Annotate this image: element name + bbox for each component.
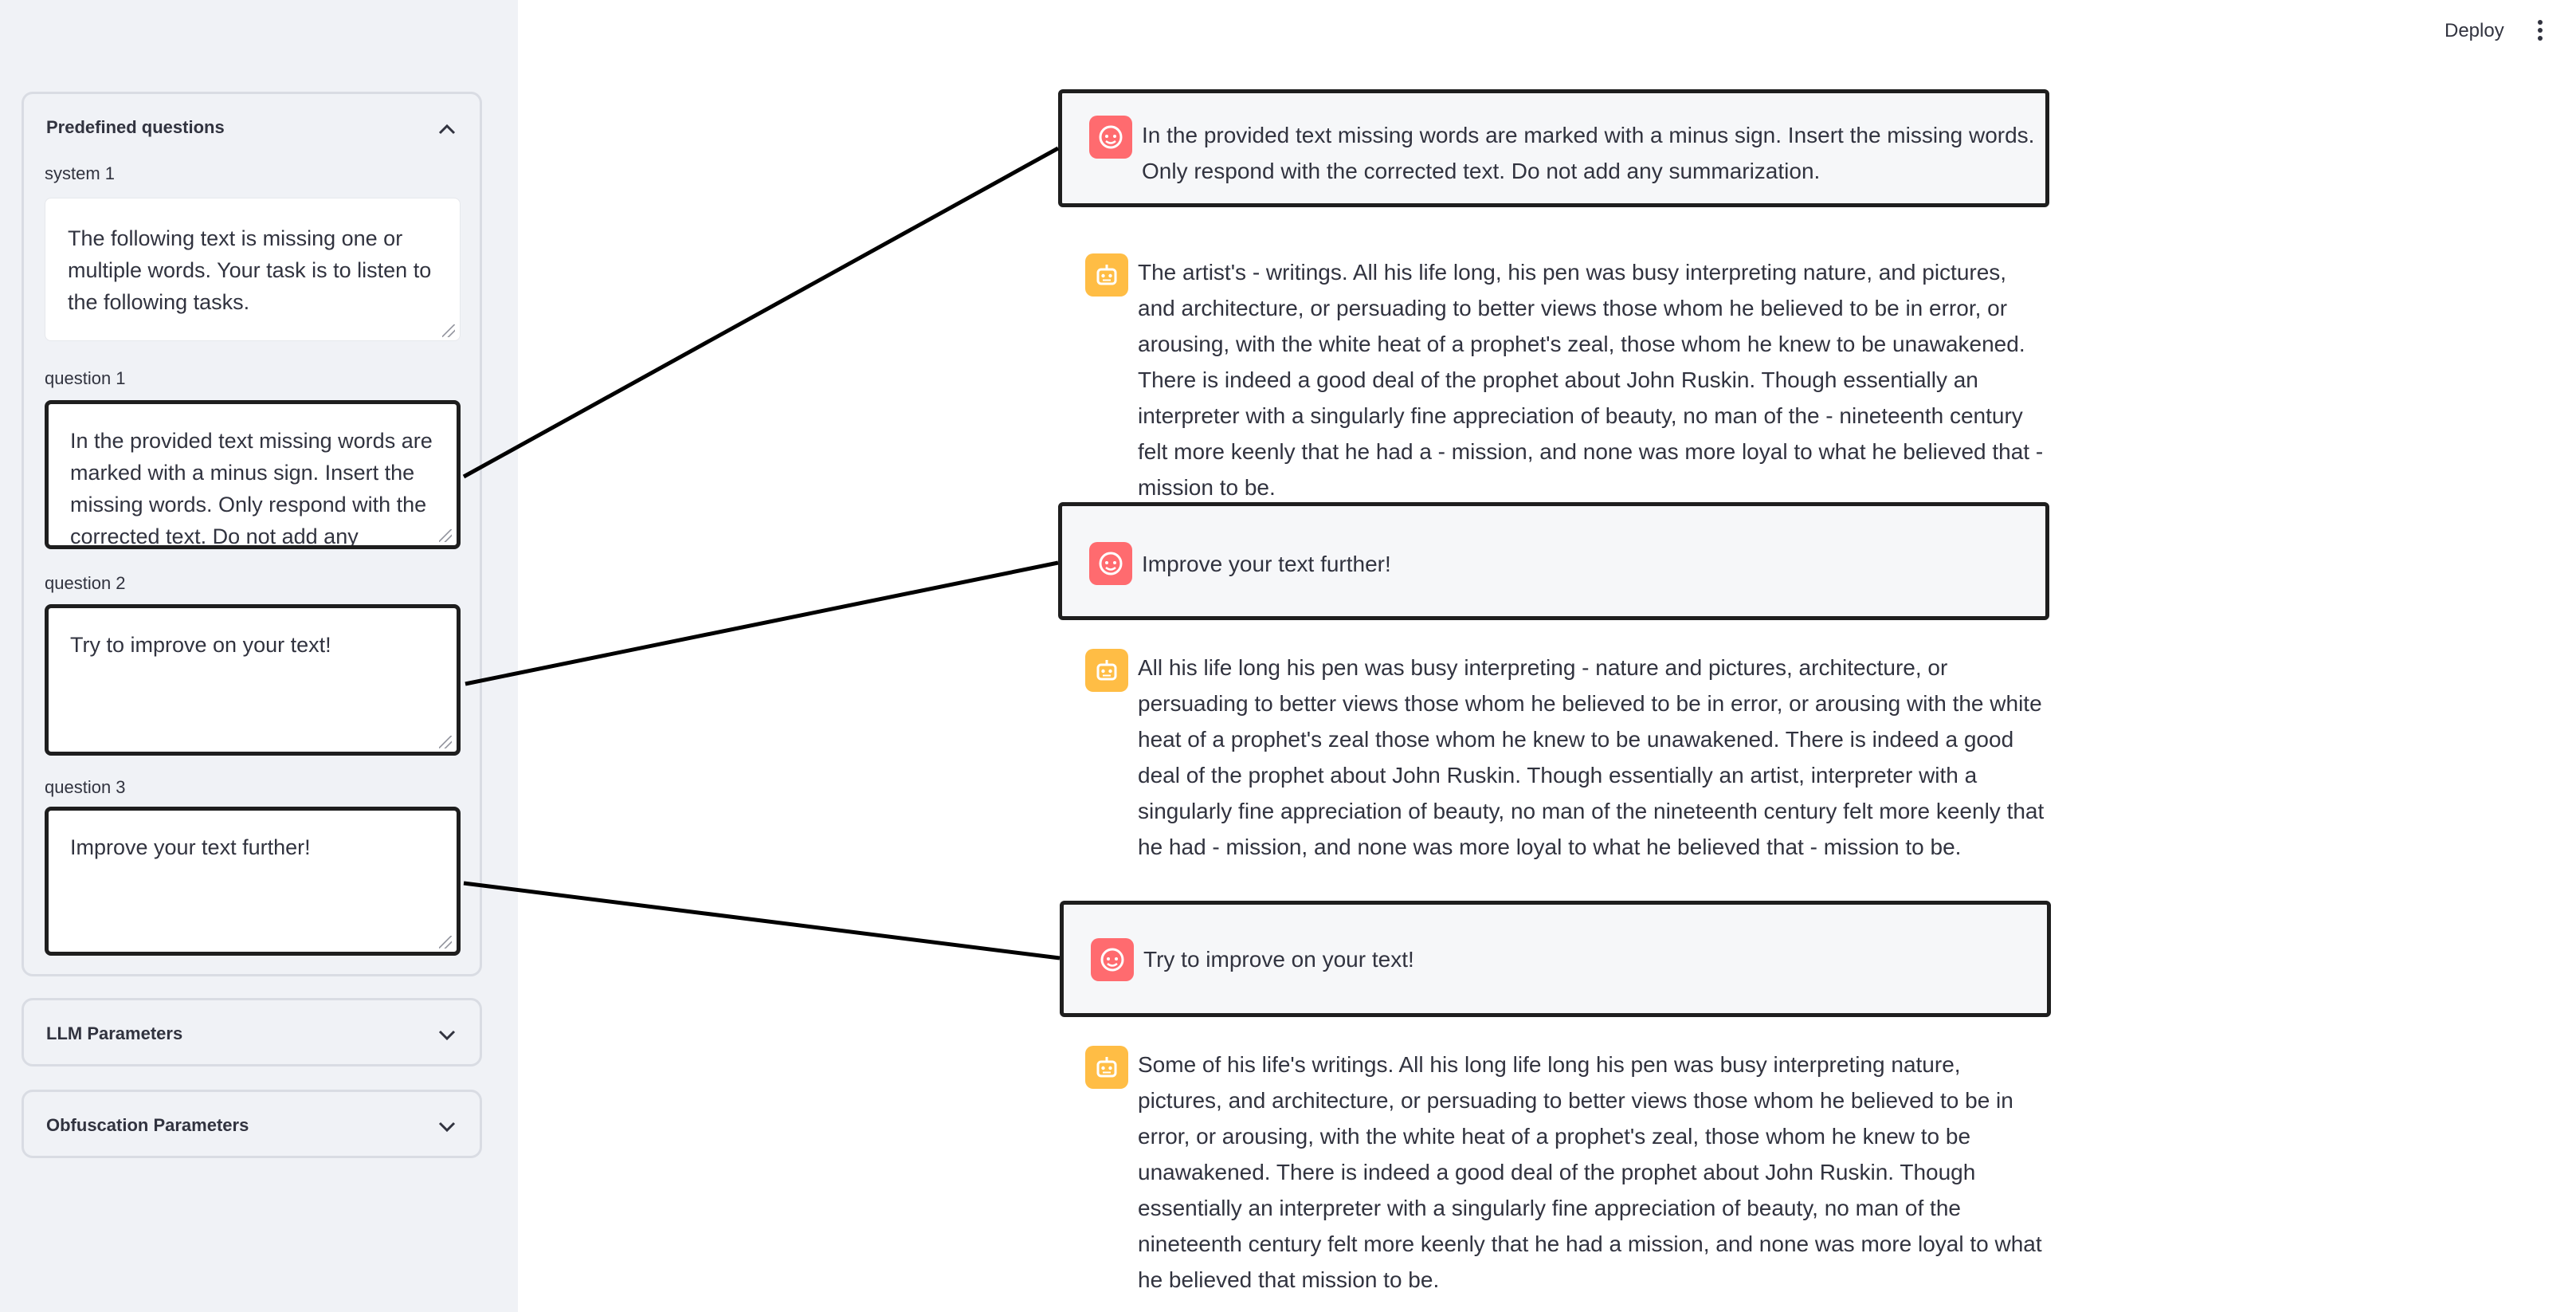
system-1-textarea[interactable]: The following text is missing one or mul…	[45, 198, 461, 341]
question-2-textarea[interactable]: Try to improve on your text!	[45, 604, 461, 756]
resize-handle-icon[interactable]	[439, 529, 452, 542]
field-label-question-1: question 1	[45, 368, 126, 388]
message-text: The artist's - writings. All his life lo…	[1138, 260, 2044, 500]
message-text: Try to improve on your text!	[1143, 947, 1414, 972]
question-3-textarea[interactable]: Improve your text further!	[45, 807, 461, 956]
expander-title: Predefined questions	[46, 117, 225, 137]
chat-message-assistant: All his life long his pen was busy inter…	[1058, 636, 2049, 875]
field-label-question-2: question 2	[45, 573, 126, 593]
assistant-avatar-icon	[1085, 649, 1128, 692]
message-text: All his life long his pen was busy inter…	[1138, 655, 2045, 859]
chevron-up-icon	[437, 116, 457, 140]
chevron-down-icon	[437, 1114, 457, 1138]
chat-message-user: Improve your text further!	[1058, 502, 2049, 620]
connector-question-2	[465, 560, 1059, 686]
expander-header-llm[interactable]: LLM Parameters	[46, 1000, 457, 1067]
resize-handle-icon[interactable]	[439, 736, 452, 748]
message-text: Some of his life's writings. All his lon…	[1138, 1052, 2042, 1292]
user-avatar-icon	[1089, 542, 1132, 585]
connector-question-3	[463, 881, 1061, 960]
question-1-textarea[interactable]: In the provided text missing words are m…	[45, 400, 461, 549]
user-avatar-icon	[1091, 938, 1134, 981]
sidebar: Predefined questions system 1 The follow…	[0, 0, 518, 1312]
chat-message-assistant: The artist's - writings. All his life lo…	[1058, 239, 2049, 500]
field-label-system-1: system 1	[45, 163, 116, 183]
expander-llm-parameters[interactable]: LLM Parameters	[22, 998, 482, 1066]
expander-obfuscation-parameters[interactable]: Obfuscation Parameters	[22, 1090, 482, 1158]
resize-handle-icon[interactable]	[442, 324, 455, 337]
chat-message-user: In the provided text missing words are m…	[1058, 89, 2049, 207]
resize-handle-icon[interactable]	[439, 936, 452, 949]
textarea-value: Improve your text further!	[70, 835, 311, 859]
expander-title: Obfuscation Parameters	[46, 1115, 249, 1135]
assistant-avatar-icon	[1085, 253, 1128, 297]
chevron-down-icon	[437, 1022, 457, 1047]
message-text: In the provided text missing words are m…	[1142, 123, 2035, 183]
kebab-menu-icon[interactable]	[2535, 20, 2545, 44]
connector-question-1	[462, 146, 1060, 479]
chat-message-user: Try to improve on your text!	[1060, 901, 2051, 1017]
message-text: Improve your text further!	[1142, 552, 1391, 576]
deploy-button[interactable]: Deploy	[2445, 20, 2504, 41]
field-label-question-3: question 3	[45, 777, 126, 797]
textarea-value: In the provided text missing words are m…	[70, 429, 433, 548]
expander-header-predefined[interactable]: Predefined questions	[46, 94, 457, 161]
textarea-value: The following text is missing one or mul…	[68, 226, 432, 314]
chat-message-assistant: Some of his life's writings. All his lon…	[1058, 1033, 2049, 1292]
assistant-avatar-icon	[1085, 1046, 1128, 1089]
expander-title: LLM Parameters	[46, 1023, 183, 1043]
expander-header-obfuscation[interactable]: Obfuscation Parameters	[46, 1092, 457, 1159]
textarea-value: Try to improve on your text!	[70, 633, 331, 657]
user-avatar-icon	[1089, 116, 1132, 159]
